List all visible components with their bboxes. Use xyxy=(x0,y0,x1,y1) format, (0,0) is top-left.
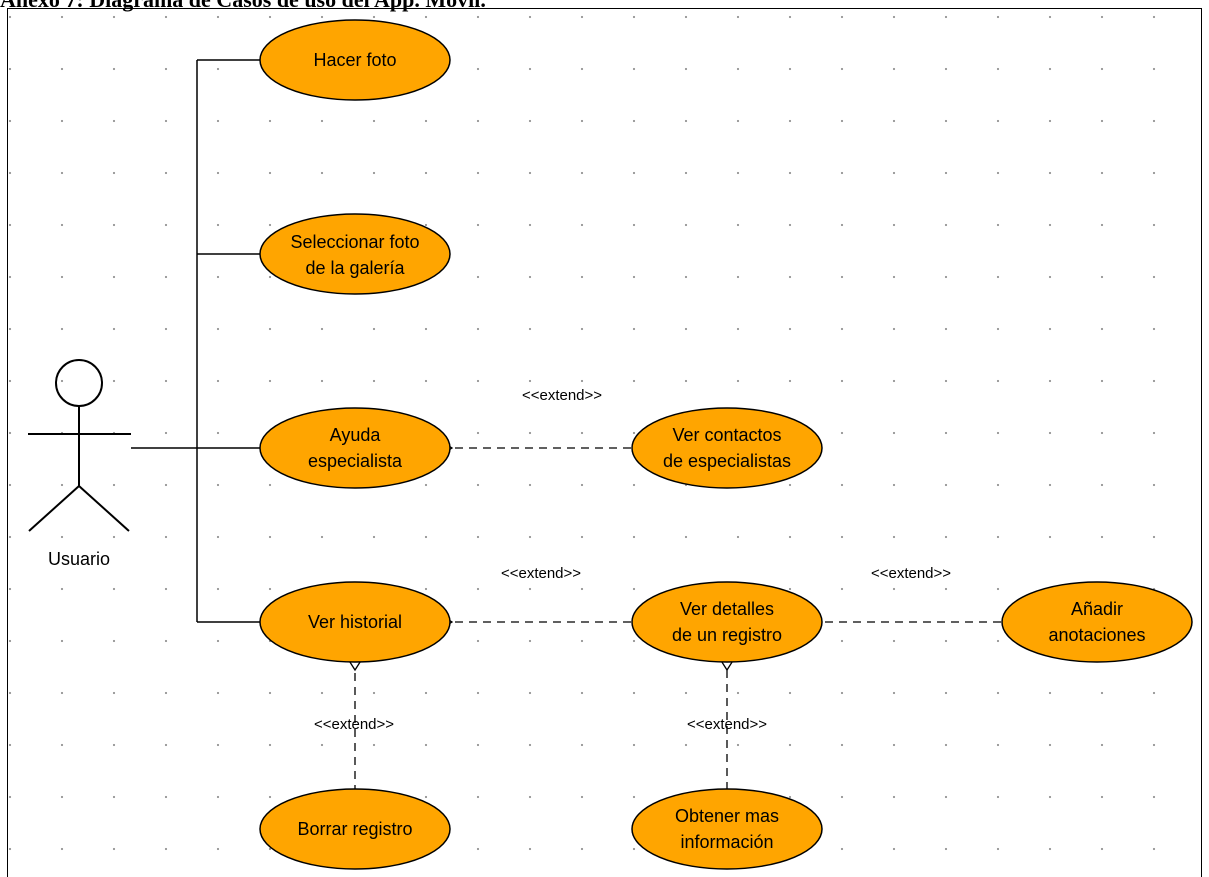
associations xyxy=(131,59,262,623)
use-case-label-line2: anotaciones xyxy=(1048,625,1145,645)
extend-label: <<extend>> xyxy=(522,387,602,404)
use-case-label-line2: de la galería xyxy=(305,258,405,278)
extend-label: <<extend>> xyxy=(501,565,581,582)
use-case-label-line1: Ver contactos xyxy=(672,425,781,445)
actor-name: Usuario xyxy=(48,549,110,569)
use-case-seleccionar-foto[interactable]: Seleccionar foto de la galería xyxy=(259,213,451,295)
use-case-label-line1: Añadir xyxy=(1071,599,1123,619)
use-case-label-line2: de un registro xyxy=(672,625,782,645)
use-case-ver-detalles[interactable]: Ver detalles de un registro xyxy=(631,581,823,663)
extend-label: <<extend>> xyxy=(687,716,767,733)
use-case-anadir-anotaciones[interactable]: Añadir anotaciones xyxy=(1001,581,1193,663)
extend-relations xyxy=(347,440,1001,793)
use-case-label-line1: Ayuda xyxy=(330,425,382,445)
use-case-label-line1: Ver detalles xyxy=(680,599,774,619)
page-title: Anexo 7: Diagrama de Casos de uso del Ap… xyxy=(0,0,1209,12)
extend-label: <<extend>> xyxy=(871,565,951,582)
use-case-label-line2: de especialistas xyxy=(663,451,791,471)
actor-right-leg xyxy=(78,485,130,532)
use-case-obtener-info[interactable]: Obtener mas información xyxy=(631,788,823,870)
use-case-label: Borrar registro xyxy=(297,819,412,839)
actor-usuario[interactable]: Usuario xyxy=(28,359,131,569)
use-case-ayuda-especialista[interactable]: Ayuda especialista xyxy=(259,407,451,489)
use-case-ver-contactos[interactable]: Ver contactos de especialistas xyxy=(631,407,823,489)
use-case-label-line1: Obtener mas xyxy=(675,806,779,826)
use-case-label-line1: Seleccionar foto xyxy=(290,232,419,252)
use-case-label: Hacer foto xyxy=(313,50,396,70)
extend-label: <<extend>> xyxy=(314,716,394,733)
use-case-borrar-registro[interactable]: Borrar registro xyxy=(259,788,451,870)
use-case-hacer-foto[interactable]: Hacer foto xyxy=(259,19,451,101)
actor-head-icon xyxy=(55,359,103,407)
use-case-label-line2: especialista xyxy=(308,451,403,471)
use-case-ver-historial[interactable]: Ver historial xyxy=(259,581,451,663)
use-case-label: Ver historial xyxy=(308,612,402,632)
diagram-canvas xyxy=(7,8,1202,877)
use-case-label-line2: información xyxy=(680,832,773,852)
extend-labels: <<extend>> <<extend>> <<extend>> <<exten… xyxy=(314,387,951,733)
actor-left-leg xyxy=(28,485,80,532)
